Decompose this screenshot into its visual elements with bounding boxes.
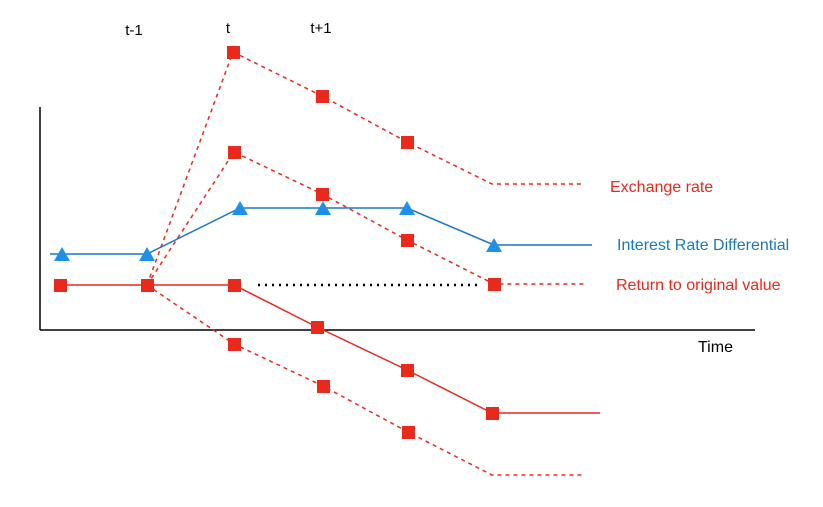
triangle-marker bbox=[315, 201, 331, 215]
square-marker bbox=[141, 279, 154, 292]
triangle-marker bbox=[486, 238, 502, 252]
exchange-rate-path-low bbox=[146, 284, 584, 476]
time-marker-t: t bbox=[226, 20, 231, 37]
square-marker bbox=[54, 279, 67, 292]
time-marker-t-minus-1: t-1 bbox=[125, 22, 143, 39]
square-marker bbox=[227, 46, 240, 59]
triangle-marker bbox=[232, 201, 248, 215]
square-marker bbox=[316, 90, 329, 103]
exchange-rate-path-mid bbox=[146, 151, 584, 286]
square-marker bbox=[311, 321, 324, 334]
square-marker bbox=[401, 234, 414, 247]
exchange-rate-path-solid bbox=[60, 284, 600, 414]
triangle-marker bbox=[139, 247, 155, 261]
square-marker bbox=[486, 407, 499, 420]
label-return-to-original-value: Return to original value bbox=[616, 277, 781, 294]
square-marker bbox=[401, 136, 414, 149]
exchange-rate-markers bbox=[54, 46, 501, 439]
square-marker bbox=[228, 279, 241, 292]
label-exchange-rate: Exchange rate bbox=[610, 179, 713, 196]
triangle-marker bbox=[54, 247, 70, 261]
square-marker bbox=[401, 364, 414, 377]
label-interest-rate-differential: Interest Rate Differential bbox=[617, 237, 789, 254]
square-marker bbox=[228, 338, 241, 351]
time-marker-t-plus-1: t+1 bbox=[310, 20, 331, 37]
exchange-rate-path-high bbox=[146, 50, 584, 286]
square-marker bbox=[316, 188, 329, 201]
square-marker bbox=[317, 380, 330, 393]
square-marker bbox=[402, 426, 415, 439]
x-axis-label: Time bbox=[698, 339, 733, 356]
square-marker bbox=[488, 278, 501, 291]
triangle-marker bbox=[399, 201, 415, 215]
square-marker bbox=[228, 146, 241, 159]
interest-rate-markers bbox=[54, 201, 502, 261]
